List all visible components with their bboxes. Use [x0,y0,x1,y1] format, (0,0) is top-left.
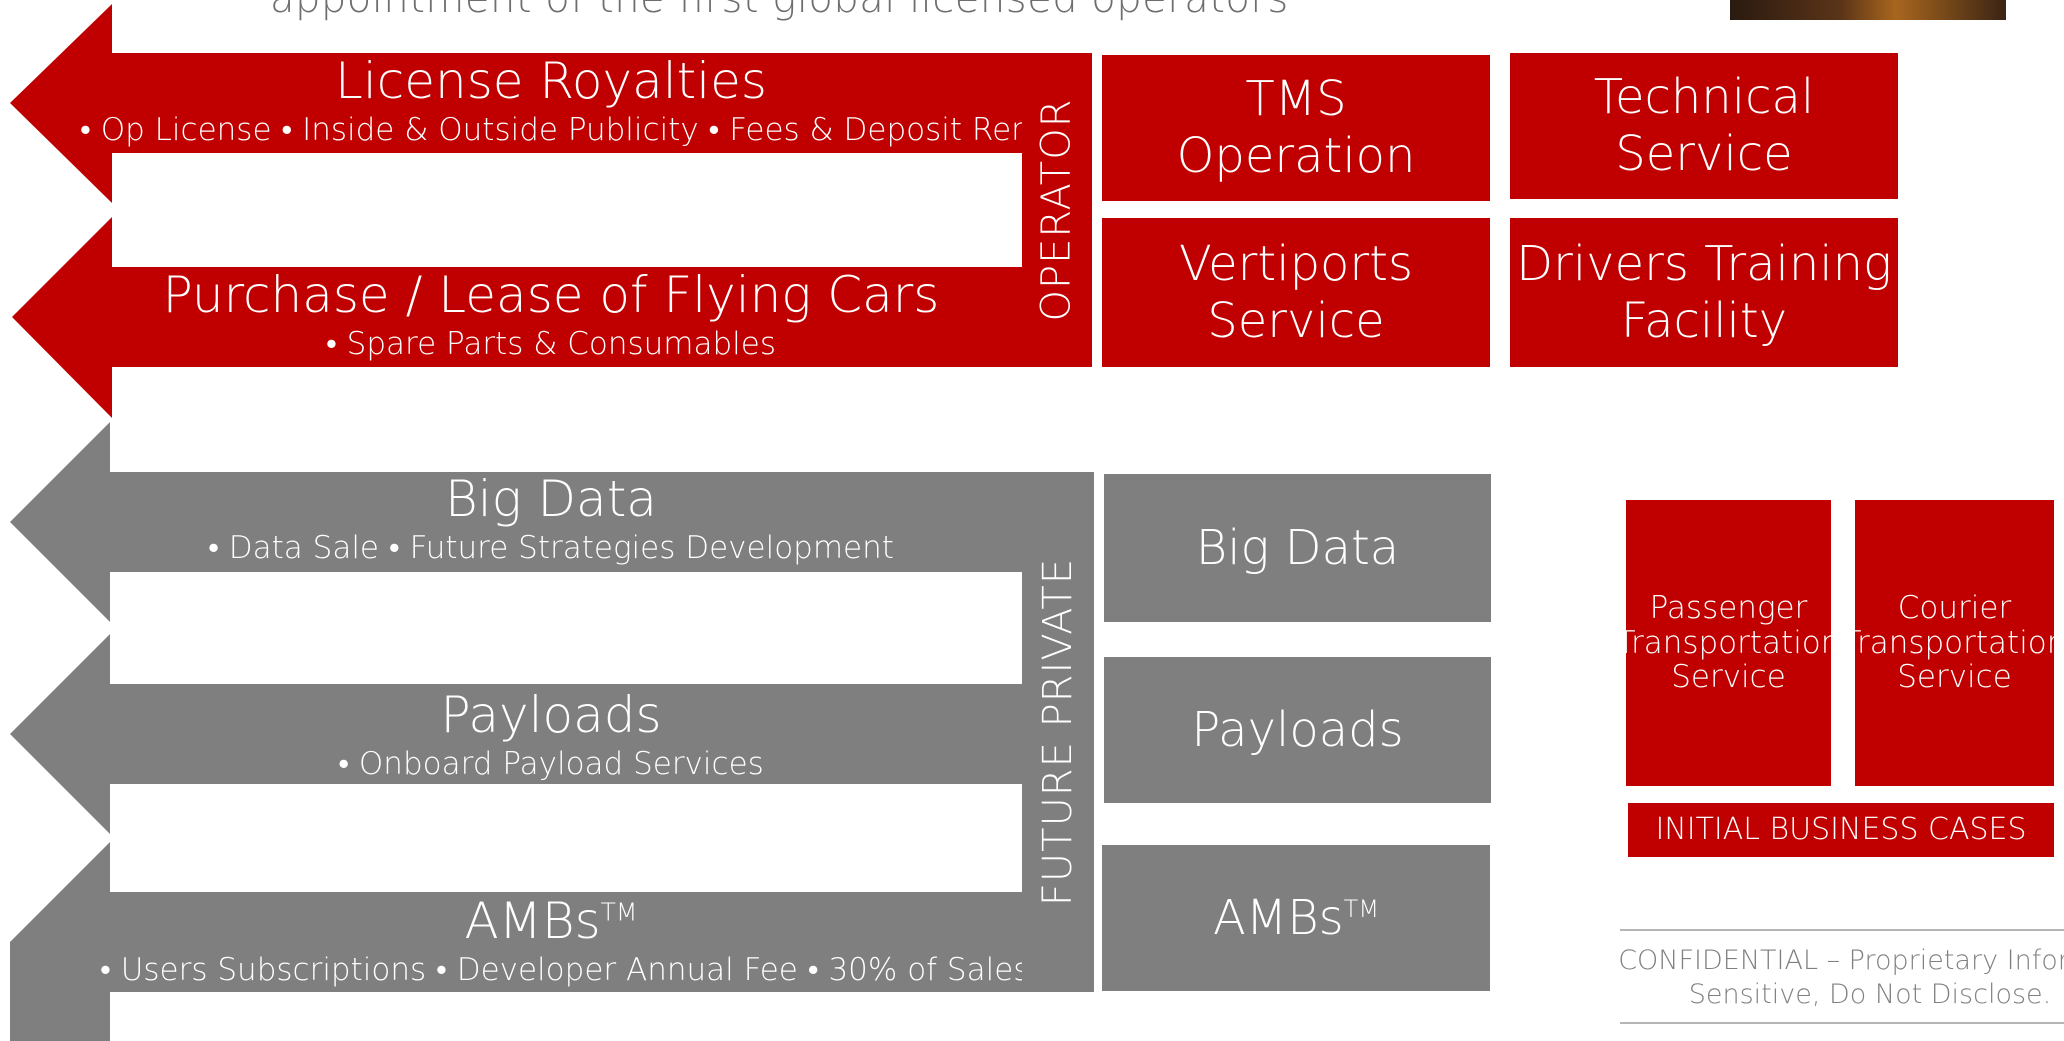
arrow-big-data-shape [10,422,1022,622]
card-passenger-line1: Passenger [1649,589,1808,626]
arrow-big-data-subtitle: • Data Sale • Future Strategies Developm… [208,530,894,566]
arrow-payloads-subtitle: • Onboard Payload Services [338,746,764,782]
arrow-ambs-title-text: AMBs [464,892,601,950]
box-ambs-label: AMBs [1212,889,1344,946]
arrow-big-data-title: Big Data [445,470,657,528]
box-vertiports-line1: Vertiports [1179,235,1413,292]
initial-business-cases-caption: INITIAL BUSINESS CASES [1628,803,2054,857]
arrow-purchase-lease-title: Purchase / Lease of Flying Cars [162,266,940,324]
operator-vertical-bar: OPERATOR [1022,53,1092,367]
card-passenger-line3: Service [1671,659,1786,696]
arrow-payloads-shape [10,634,1022,834]
card-passenger-line2: Transportation [1616,624,1841,661]
card-courier-line1: Courier [1897,589,2012,626]
box-payloads-label: Payloads [1191,701,1404,758]
confidential-line1: CONFIDENTIAL – Proprietary Informat [1618,945,2064,976]
box-drivers-line1: Drivers Training [1516,235,1892,292]
card-courier-line2: Transportation [1842,624,2064,661]
operator-label: OPERATOR [1034,98,1080,322]
box-technical-line1: Technical [1593,69,1815,126]
arrow-purchase-lease-shape [12,217,1022,418]
arrow-license-royalties-title: License Royalties [335,52,767,110]
footer-top-rule [1620,929,2064,931]
box-technical-line2: Service [1615,126,1793,182]
box-drivers-line2: Facility [1620,292,1788,349]
confidential-notice: CONFIDENTIAL – Proprietary Informat Sens… [1600,944,2064,1013]
arrow-ambs-subtitle: • Users Subscriptions • Developer Annual… [100,952,1030,988]
arrow-ambs-title: AMBsTM [112,892,990,950]
box-vertiports-line2: Service [1207,292,1385,349]
confidential-line2: Sensitive, Do Not Disclose. [1688,979,2052,1011]
arrow-ambs-shape [10,842,1022,1041]
box-big-data: Big Data [1104,474,1491,622]
arrow-purchase-lease-subtitle: • Spare Parts & Consumables [325,326,777,362]
arrow-ambs-trademark: TM [600,897,638,927]
arrow-payloads-title: Payloads [440,686,662,744]
box-ambs-trademark: TM [1343,894,1380,923]
box-ambs: AMBsTM [1102,845,1490,991]
future-private-label: FUTURE PRIVATE [1035,557,1082,907]
footer-bottom-rule [1620,1022,2064,1024]
arrow-license-royalties-shape [10,4,1022,203]
header-text: appointment of the first global licensed… [270,0,1289,22]
box-tms-line1: TMS [1245,71,1347,128]
box-big-data-label: Big Data [1195,519,1400,576]
future-private-vertical-bar: FUTURE PRIVATE [1022,472,1094,992]
header-photo-thumbnail [1730,0,2006,20]
arrow-license-royalties-subtitle: • Op License • Inside & Outside Publicit… [80,112,1060,148]
box-tms-line2: Operation [1176,128,1416,184]
box-payloads: Payloads [1104,657,1491,803]
card-courier-line3: Service [1897,659,2012,696]
